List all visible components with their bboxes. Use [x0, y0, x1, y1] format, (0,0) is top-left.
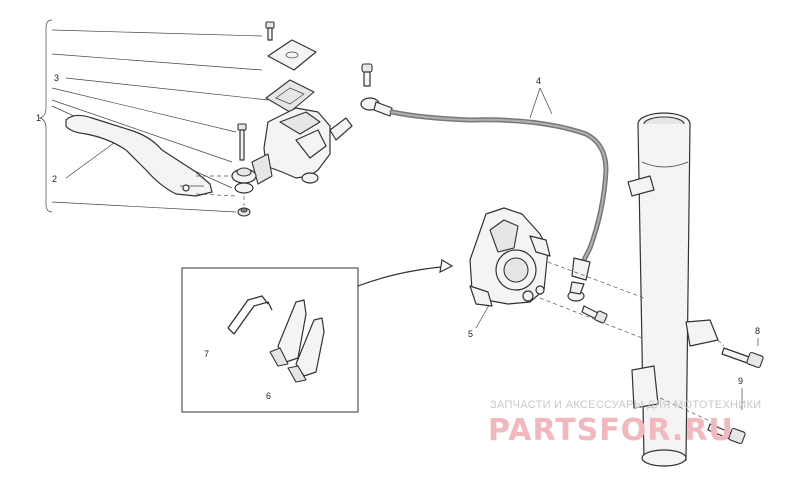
reservoir-gasket [265, 79, 315, 113]
inset-arrow [357, 259, 454, 287]
pad-spring [227, 295, 273, 335]
lever-pivot-bolt [237, 123, 247, 161]
brake-hose [389, 109, 609, 302]
brake-caliper [469, 207, 551, 307]
pivot-nut [237, 207, 251, 217]
master-cylinder-body [251, 107, 353, 185]
detail-inset-box [181, 267, 359, 413]
reservoir-screw [265, 21, 275, 41]
alignment-dashes-upper [195, 175, 245, 206]
banjo-bolt-upper [361, 63, 373, 87]
caliper-bolt-9 [707, 423, 746, 445]
callout-9: 9 [738, 376, 743, 386]
callout-3: 3 [54, 73, 59, 83]
banjo-fitting-upper [360, 97, 393, 117]
watermark-logo: PARTSFOR.RU [488, 413, 734, 448]
brake-lever [65, 114, 213, 197]
callout-5: 5 [468, 329, 473, 339]
banjo-bolt-lower [581, 305, 608, 324]
caliper-bolt-8 [721, 347, 764, 369]
callout-7: 7 [204, 349, 209, 359]
callout-4: 4 [536, 76, 541, 86]
callout-1: 1 [36, 113, 41, 123]
callout-8: 8 [755, 326, 760, 336]
watermark-tagline: ЗАПЧАСТИ И АКСЕССУАРЫ ДЛЯ МОТОТЕХНИКИ [490, 399, 761, 411]
watermark: ЗАПЧАСТИ И АКСЕССУАРЫ ДЛЯ МОТОТЕХНИКИ PA… [488, 399, 761, 448]
callout-labels: 1 2 3 4 5 6 7 8 9 [36, 73, 760, 401]
brake-pad-left [269, 299, 307, 367]
fork-leg [627, 112, 719, 467]
callout-6: 6 [266, 391, 271, 401]
assembly-bracket [38, 19, 53, 213]
alignment-dashes-caliper [539, 261, 725, 423]
lever-adjuster [231, 167, 257, 194]
callout-2: 2 [52, 174, 57, 184]
brake-pad-right [287, 317, 325, 383]
reservoir-cover [267, 39, 317, 71]
